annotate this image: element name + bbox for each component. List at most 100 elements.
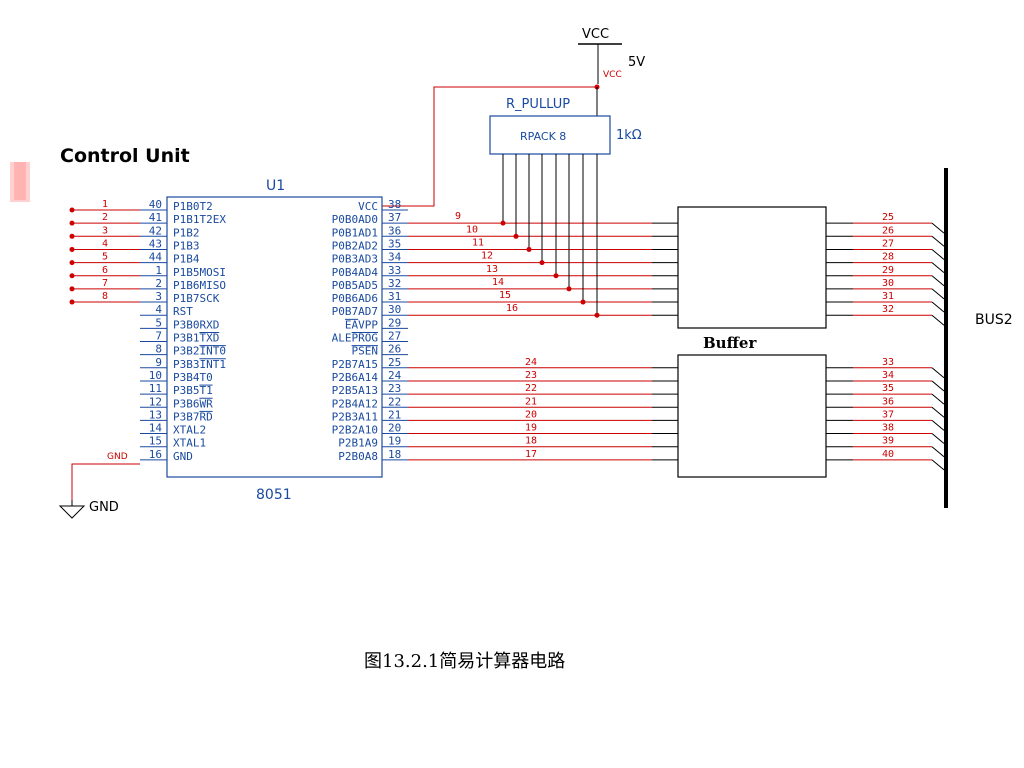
pin-number: 37	[388, 211, 401, 224]
pin-name: P1B4	[173, 253, 200, 266]
pin-name: VCC	[358, 200, 378, 213]
pin-name: P0B0AD0	[332, 213, 378, 226]
pin-number: 16	[149, 448, 162, 461]
pin-number: 32	[388, 277, 401, 290]
pin-name: P1B7SCK	[173, 292, 220, 305]
pin-name: P0B2AD2	[332, 239, 378, 252]
pin-number: 10	[149, 369, 162, 382]
pin-number: 9	[155, 356, 162, 369]
net-label: 38	[882, 423, 894, 434]
gnd-wire	[71, 463, 140, 506]
pin-number: 43	[149, 237, 162, 250]
net-label: 27	[882, 238, 894, 249]
pin-number: 14	[149, 422, 163, 435]
pin-number: 2	[155, 277, 162, 290]
pin-name: PSEN	[352, 345, 379, 358]
pin-name: P2B3A11	[332, 410, 378, 423]
port0-wire: 16	[408, 154, 652, 318]
net-label: 7	[102, 278, 108, 289]
net-label: 17	[525, 449, 537, 460]
net-label: 33	[882, 357, 894, 368]
bus-entry: 36	[853, 396, 945, 418]
net-label: 22	[525, 383, 537, 394]
pin-name: P3B0RXD	[173, 318, 219, 331]
pin-name: P3B5T1	[173, 384, 213, 397]
pin-number: 33	[388, 264, 401, 277]
net-label: 34	[882, 370, 894, 381]
port2-wire: 22	[408, 383, 652, 395]
pin-name: P1B3	[173, 239, 200, 252]
net-label: 9	[455, 211, 461, 222]
pin-name: P0B3AD3	[332, 253, 378, 266]
net-label: 36	[882, 396, 894, 407]
pin-number: 25	[388, 356, 401, 369]
pin-number: 5	[155, 316, 162, 329]
pin-number: 34	[388, 251, 402, 264]
net-label: 20	[525, 409, 537, 420]
port2-wire: 20	[408, 409, 652, 421]
pin-name: P3B1TXD	[173, 332, 219, 345]
mcu-right-pins: 38VCC37P0B0AD036P0B1AD135P0B2AD234P0B3AD…	[332, 198, 408, 463]
pin-number: 42	[149, 224, 162, 237]
pin-name: P3B3INT1	[173, 358, 226, 371]
net-label: 12	[481, 251, 493, 262]
bus-entry: 33	[853, 357, 945, 379]
mcu-ref: U1	[266, 178, 285, 194]
bus-entry: 37	[853, 409, 945, 431]
pin-name: P3B4T0	[173, 371, 213, 384]
bus-entry: 31	[853, 291, 945, 313]
gnd-net-label: GND	[107, 452, 128, 462]
pin-name: P1B6MISO	[173, 279, 226, 292]
pin-name: P3B2INT0	[173, 345, 226, 358]
pin-name: ALEPROG	[332, 332, 378, 345]
net-label: 18	[525, 436, 537, 447]
net-label: 1	[102, 199, 108, 210]
net-label: 26	[882, 225, 894, 236]
bus-entry: 26	[853, 225, 945, 247]
net-label: 35	[882, 383, 894, 394]
net-label: 32	[882, 304, 894, 315]
mcu-pin-left: 15 XTAL1	[140, 435, 206, 450]
pullup-name: R_PULLUP	[506, 97, 570, 112]
mcu-part: 8051	[256, 487, 292, 503]
bus-entry: 29	[853, 265, 945, 287]
pin-number: 23	[388, 382, 401, 395]
mcu-pin-left: 2 P1B6MISO 7	[69, 277, 226, 292]
pullup-part: RPACK 8	[520, 130, 566, 143]
buffer-bottom	[677, 354, 827, 478]
pin-name: P1B0T2	[173, 200, 213, 213]
bus-entry: 40	[853, 449, 945, 471]
port0-wire: 11	[408, 154, 652, 252]
pin-name: P2B4A12	[332, 397, 378, 410]
pin-name: P0B4AD4	[332, 266, 379, 279]
net-label: 19	[525, 423, 537, 434]
pin-number: 24	[388, 369, 402, 382]
pin-number: 15	[149, 435, 162, 448]
net-label: 2	[102, 212, 108, 223]
page-title: Control Unit	[60, 145, 190, 167]
port0-wire: 15	[408, 154, 652, 305]
net-label: 6	[102, 265, 108, 276]
pin-number: 44	[149, 251, 163, 264]
port2-wire: 18	[408, 436, 652, 448]
pin-name: P2B0A8	[338, 450, 378, 463]
pin-name: XTAL1	[173, 437, 206, 450]
gnd-label: GND	[89, 500, 119, 515]
pin-number: 40	[149, 198, 162, 211]
vcc-label: VCC	[582, 27, 609, 42]
pin-name: P0B6AD6	[332, 292, 378, 305]
